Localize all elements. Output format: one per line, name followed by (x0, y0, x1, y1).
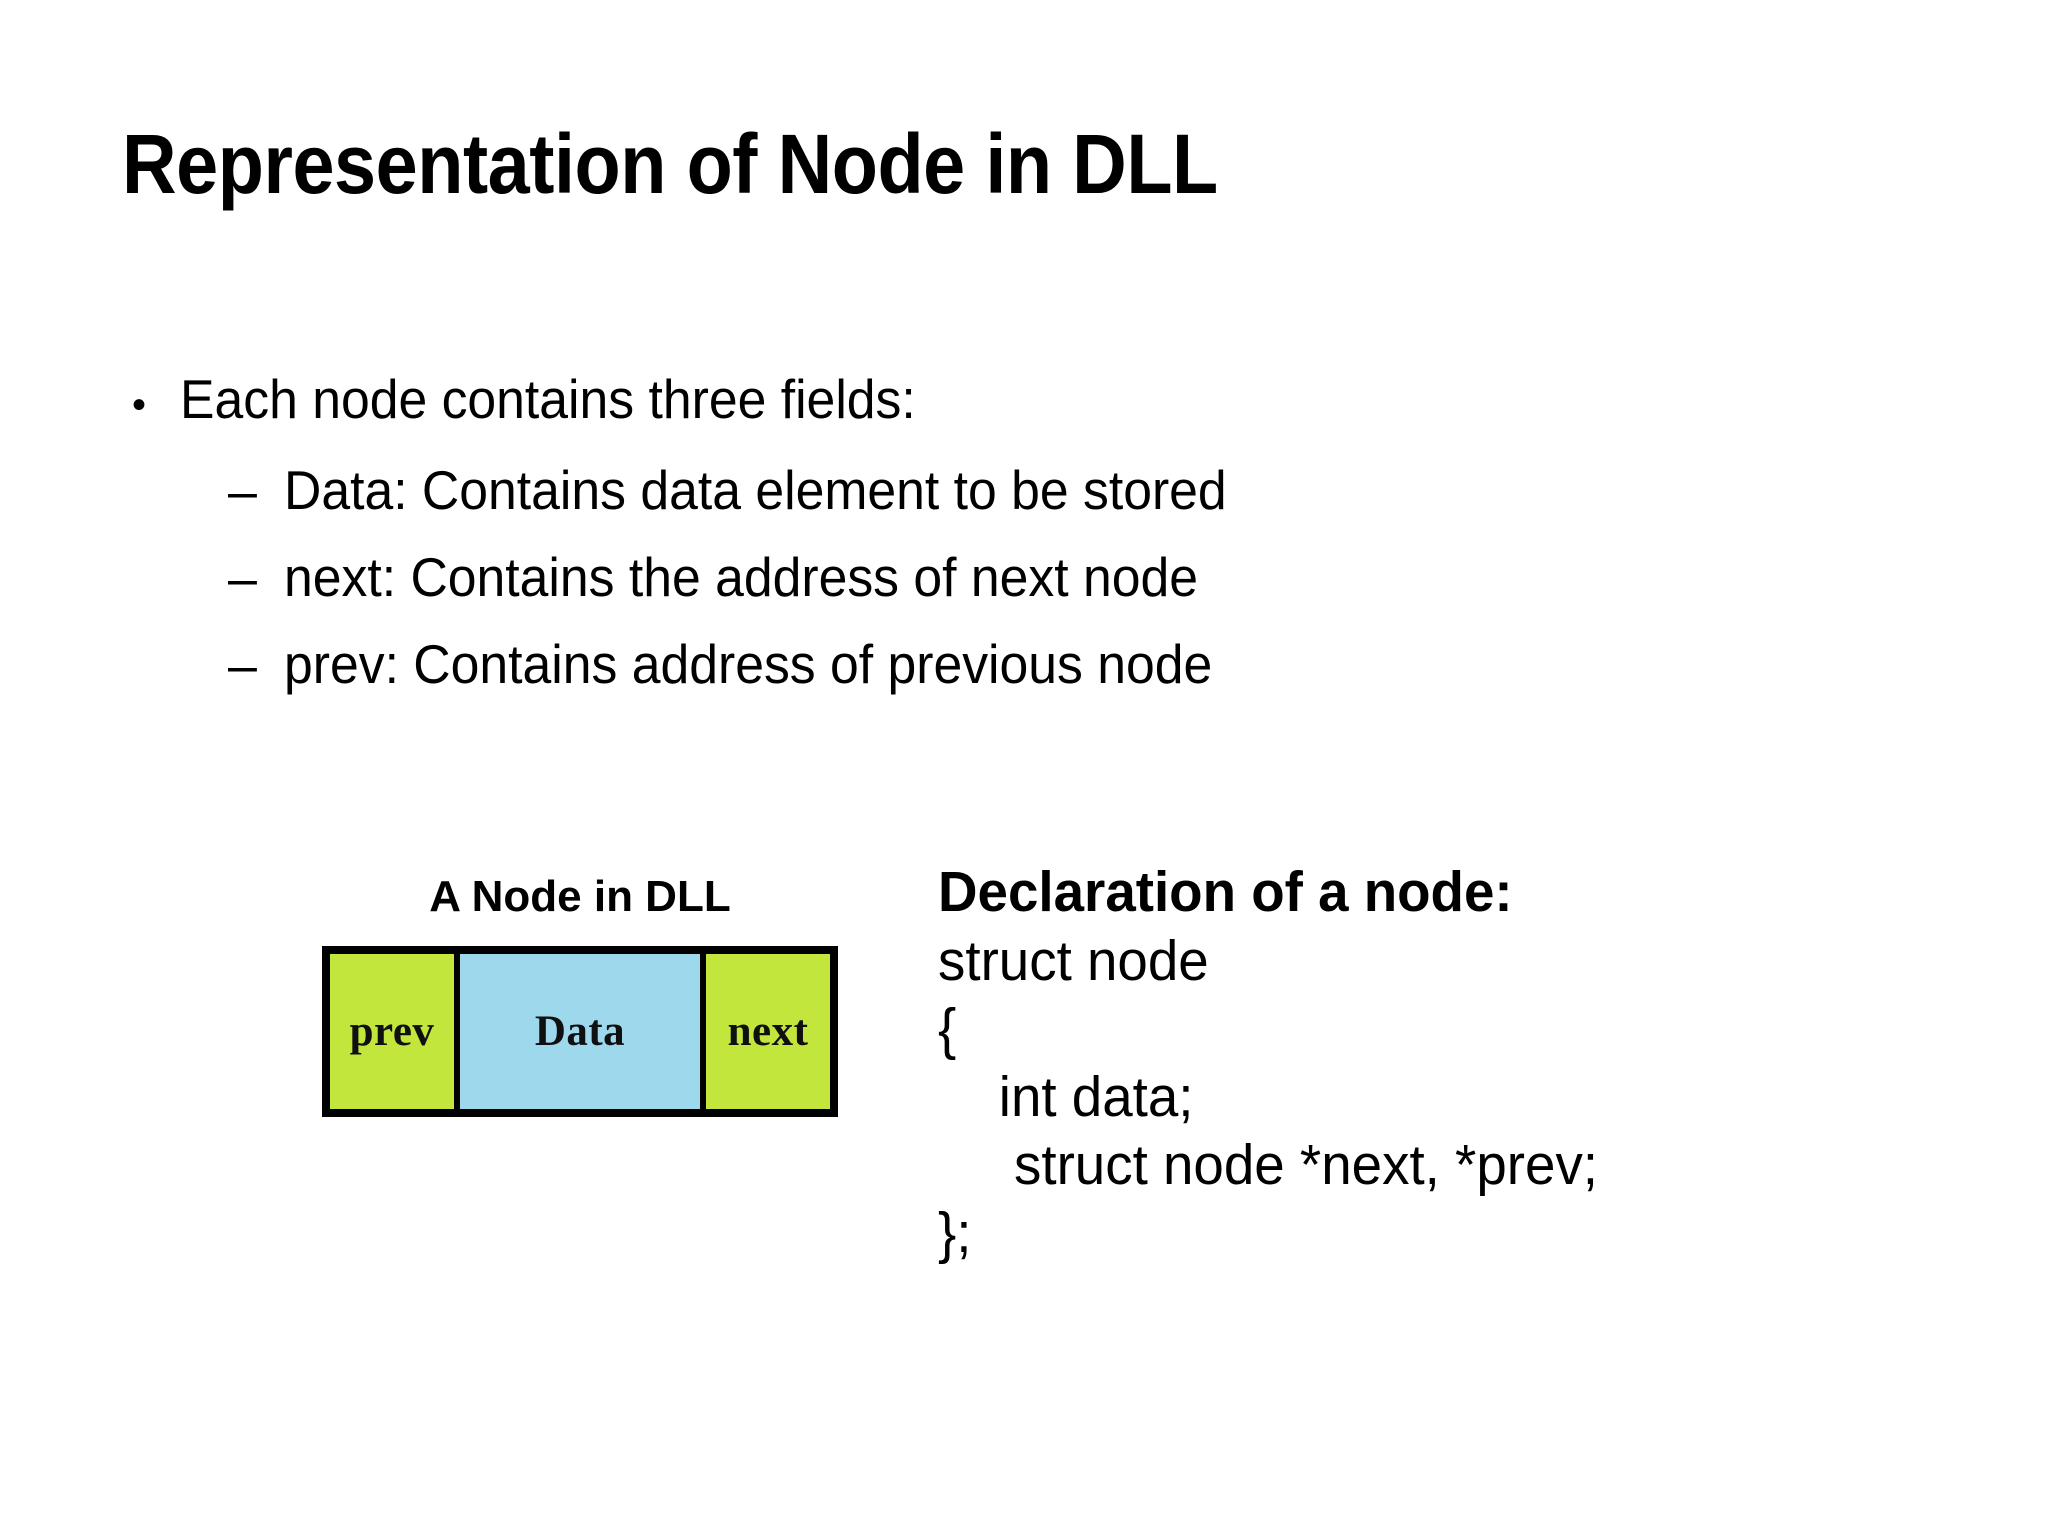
list-item-label: next: Contains the address of next node (284, 546, 1198, 608)
list-item-level2-prev: – prev: Contains address of previous nod… (228, 633, 1918, 695)
node-cell-data: Data (460, 954, 700, 1109)
code-line-pointers: struct node *next, *prev; (938, 1132, 1599, 1197)
node-cell-prev: prev (330, 954, 454, 1109)
dash-marker-icon: – (228, 637, 257, 695)
bullet-marker-icon: • (132, 383, 147, 427)
code-line-close-brace: }; (938, 1200, 972, 1265)
list-item-label: Each node contains three fields: (180, 368, 916, 430)
code-line-int-data: int data; (938, 1065, 1194, 1130)
node-cell-next: next (706, 954, 830, 1109)
code-line-open-brace: { (938, 997, 957, 1062)
declaration-heading: Declaration of a node: (938, 860, 1513, 924)
bullet-list: • Each node contains three fields: – Dat… (118, 372, 1918, 724)
page-title: Representation of Node in DLL (122, 117, 1218, 211)
list-item-level1: • Each node contains three fields: (118, 372, 1918, 427)
list-item-label: Data: Contains data element to be stored (284, 459, 1227, 521)
list-item-level2-next: – next: Contains the address of next nod… (228, 546, 1918, 608)
list-item-label: prev: Contains address of previous node (284, 633, 1213, 695)
node-box: prev Data next (322, 946, 838, 1117)
node-diagram-caption: A Node in DLL (429, 872, 731, 921)
node-diagram: A Node in DLL prev Data next (300, 872, 860, 1117)
declaration-block: Declaration of a node: struct node { int… (938, 862, 1998, 1268)
dash-marker-icon: – (228, 463, 257, 521)
dash-marker-icon: – (228, 550, 257, 608)
list-item-level2-data: – Data: Contains data element to be stor… (228, 459, 1918, 521)
code-line-struct-node: struct node (938, 929, 1209, 994)
